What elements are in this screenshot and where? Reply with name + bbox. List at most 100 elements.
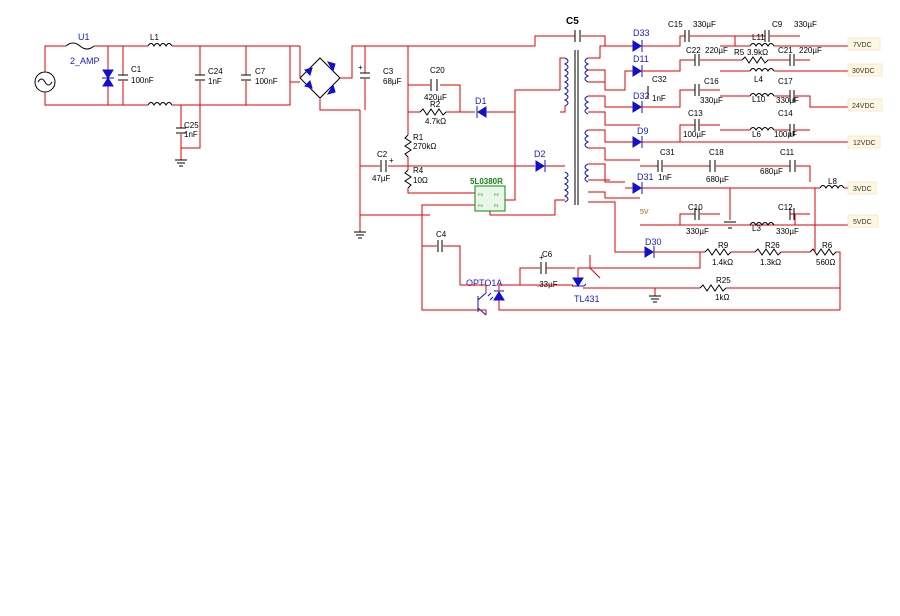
c13-value: 100µF bbox=[683, 130, 706, 139]
r1-value: 270kΩ bbox=[413, 142, 436, 151]
5v-note: 5V bbox=[640, 209, 649, 216]
c31-value: 1nF bbox=[658, 173, 672, 182]
d32-label: D32 bbox=[633, 91, 650, 101]
c10-value: 330µF bbox=[686, 227, 709, 236]
svg-text:P4: P4 bbox=[478, 203, 484, 208]
c5-label: C5 bbox=[566, 16, 579, 27]
c21-value: 220µF bbox=[799, 46, 822, 55]
c14-value: 100µF bbox=[774, 130, 797, 139]
svg-text:P3: P3 bbox=[478, 192, 484, 197]
l1-label: L1 bbox=[150, 33, 159, 42]
l10-label: L10 bbox=[752, 95, 766, 104]
c1-value: 100nF bbox=[131, 76, 154, 85]
d30-label: D30 bbox=[645, 237, 662, 247]
inductor-l1 bbox=[147, 43, 173, 47]
r9-value: 1.4kΩ bbox=[712, 258, 733, 267]
u1-label: U1 bbox=[78, 32, 90, 42]
c7-label: C7 bbox=[255, 67, 266, 76]
output-3vdc: 3VDC bbox=[853, 186, 872, 193]
r26-value: 1.3kΩ bbox=[760, 258, 781, 267]
transformer-icon bbox=[563, 50, 590, 205]
tl431-icon bbox=[572, 277, 587, 287]
r1-label: R1 bbox=[413, 133, 424, 142]
diode-d31-icon bbox=[632, 182, 643, 194]
c24-label: C24 bbox=[208, 67, 223, 76]
c3-value: 68µF bbox=[383, 77, 402, 86]
c11-label: C11 bbox=[780, 148, 795, 157]
c18-value: 680µF bbox=[706, 175, 729, 184]
c20-label: C20 bbox=[430, 66, 445, 75]
c2-value: 47µF bbox=[372, 174, 391, 183]
c17-label: C17 bbox=[778, 77, 793, 86]
c9-value: 330µF bbox=[794, 20, 817, 29]
tl431-label: TL431 bbox=[574, 294, 600, 304]
c6-label: C6 bbox=[542, 250, 553, 259]
l11-label: L11 bbox=[752, 33, 765, 42]
svg-text:+: + bbox=[539, 253, 544, 262]
diode-d9-icon bbox=[632, 136, 643, 148]
diode-d2-icon bbox=[535, 160, 546, 172]
r5-label: R5 bbox=[734, 48, 745, 57]
ac-source-icon bbox=[34, 71, 56, 93]
l3-label: L3 bbox=[752, 224, 761, 233]
tvs-diode-icon bbox=[102, 69, 114, 87]
c16-value: 330µF bbox=[700, 96, 723, 105]
r26-label: R26 bbox=[765, 241, 780, 250]
l6-label: L6 bbox=[752, 130, 761, 139]
r5-value: 3.9kΩ bbox=[747, 48, 768, 57]
c25-value: 1nF bbox=[184, 130, 198, 139]
c13-label: C13 bbox=[688, 109, 703, 118]
fuse-u1 bbox=[65, 42, 95, 50]
c18-label: C18 bbox=[709, 148, 724, 157]
d33-label: D33 bbox=[633, 28, 650, 38]
r2-label: R2 bbox=[430, 100, 441, 109]
c21-label: C21 bbox=[778, 46, 793, 55]
r2-value: 4.7kΩ bbox=[425, 117, 446, 126]
d11-label: D11 bbox=[633, 54, 649, 64]
l8-label: L8 bbox=[828, 177, 837, 186]
c32-label: C32 bbox=[652, 75, 667, 84]
c14-label: C14 bbox=[778, 109, 793, 118]
ground-icon bbox=[175, 159, 187, 167]
c12-label: C12 bbox=[778, 203, 793, 212]
c2-label: C2 bbox=[377, 150, 388, 159]
c7-value: 100nF bbox=[255, 77, 278, 86]
svg-text:+: + bbox=[389, 156, 394, 165]
optocoupler-icon bbox=[477, 290, 505, 316]
c17-value: 330µF bbox=[776, 96, 799, 105]
c15-label: C15 bbox=[668, 20, 683, 29]
svg-text:P1: P1 bbox=[494, 203, 500, 208]
bridge-rectifier-icon bbox=[299, 57, 341, 99]
output-12vdc: 12VDC bbox=[853, 140, 876, 147]
c1-label: C1 bbox=[131, 65, 142, 74]
c24-value: 1nF bbox=[208, 77, 222, 86]
d9-label: D9 bbox=[637, 126, 649, 136]
ground-icon bbox=[354, 231, 366, 239]
ic-label: 5L0380R bbox=[470, 177, 503, 186]
r6-label: R6 bbox=[822, 241, 833, 250]
c3-label: C3 bbox=[383, 67, 394, 76]
c15-value: 330µF bbox=[693, 20, 716, 29]
output-24vdc: 24VDC bbox=[852, 103, 875, 110]
c20-value: 420µF bbox=[424, 93, 447, 102]
diode-d30-icon bbox=[644, 246, 655, 258]
c12-value: 330µF bbox=[776, 227, 799, 236]
l4-label: L4 bbox=[754, 75, 763, 84]
svg-text:P2: P2 bbox=[494, 192, 500, 197]
diode-d11-icon bbox=[632, 65, 643, 77]
opto-label: OPTO1A bbox=[466, 278, 502, 288]
c11-value: 680µF bbox=[760, 167, 783, 176]
c4-label: C4 bbox=[436, 230, 447, 239]
diode-d1-icon bbox=[476, 106, 487, 118]
c22-value: 220µF bbox=[705, 46, 728, 55]
ground-icon bbox=[649, 295, 661, 303]
c25-label: C25 bbox=[184, 121, 199, 130]
diode-d33-icon bbox=[632, 40, 643, 52]
output-7vdc: 7VDC bbox=[853, 42, 872, 49]
c32-value: 1nF bbox=[652, 94, 666, 103]
r25-value: 1kΩ bbox=[715, 293, 729, 302]
d1-label: D1 bbox=[475, 96, 487, 106]
r4-value: 10Ω bbox=[413, 176, 428, 185]
r4-label: R4 bbox=[413, 166, 424, 175]
